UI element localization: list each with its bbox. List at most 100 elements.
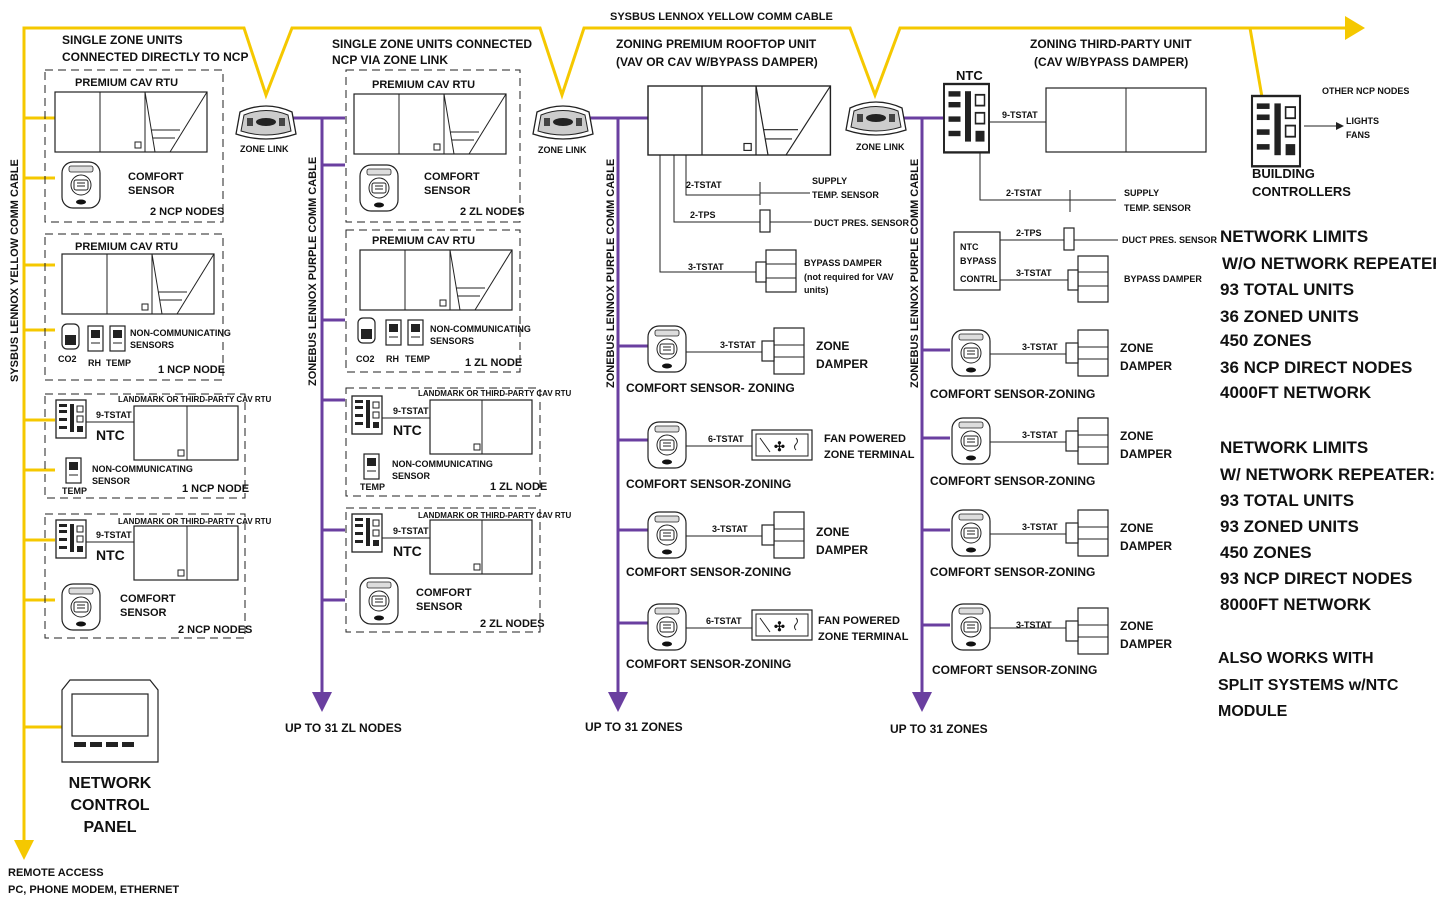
noncomm-label: NON-COMMUNICATING	[130, 328, 231, 338]
node-count: 2 ZL NODES	[460, 206, 525, 218]
network-control-panel	[61, 679, 159, 763]
duct-label: DUCT PRES. SENSOR	[814, 218, 910, 228]
col1-title-1: SINGLE ZONE UNITS	[62, 33, 183, 47]
rtu-unit	[133, 525, 239, 581]
tstat-label: 9-TSTAT	[1002, 110, 1038, 120]
limits-text: ALSO WORKS WITH	[1218, 650, 1374, 667]
fan-powered-terminal	[751, 429, 813, 461]
device-label: DAMPER	[816, 543, 868, 557]
ncp-label: CONTROL	[70, 797, 149, 814]
zonebus-label-col4: ZONEBUS LENNOX PURPLE COMM CABLE	[909, 159, 921, 388]
group-box	[345, 69, 521, 223]
col2-title-2: NCP VIA ZONE LINK	[332, 53, 448, 67]
rtu-unit	[133, 405, 239, 461]
zonebus-col4	[876, 116, 950, 700]
column-zone-link: SINGLE ZONE UNITS CONNECTED NCP VIA ZONE…	[285, 37, 572, 735]
device-label: ZONE	[1120, 429, 1153, 443]
fan-powered-terminal	[751, 609, 813, 641]
device-label: ZONE	[816, 525, 849, 539]
column-direct-ncp: SINGLE ZONE UNITS CONNECTED DIRECTLY TO …	[8, 33, 272, 896]
sysbus-cable	[22, 26, 1360, 845]
rtu-label: PREMIUM CAV RTU	[75, 77, 178, 89]
sysbus-side-label: SYSBUS LENNOX YELLOW COMM CABLE	[9, 159, 21, 382]
limits-text: 4000FT NETWORK	[1220, 383, 1372, 402]
rooftop-unit	[54, 91, 208, 153]
bypass-label: units)	[804, 285, 829, 295]
building-controllers-label: CONTROLLERS	[1252, 184, 1351, 199]
fans-label: FANS	[1346, 130, 1370, 140]
landmark-label: LANDMARK OR THIRD-PARTY CAV RTU	[118, 517, 272, 526]
zone-damper	[761, 327, 805, 375]
building-controllers-label: BUILDING	[1252, 166, 1315, 181]
col4-title-2: (CAV W/BYPASS DAMPER)	[1034, 55, 1188, 69]
temp-sensor	[363, 453, 380, 480]
zonebus-arrow-col4	[912, 692, 932, 712]
rh-label: RH	[88, 358, 101, 368]
node-count: 1 NCP NODE	[182, 483, 249, 495]
rooftop-unit	[647, 85, 832, 156]
zonebus-arrow-col3	[608, 692, 628, 712]
ntc-module	[351, 395, 383, 435]
sysbus-arrow-right	[1345, 16, 1365, 40]
supply-label: SUPPLY	[1124, 188, 1159, 198]
zone-damper	[1065, 329, 1109, 377]
device-label: FAN POWERED	[824, 433, 906, 445]
landmark-label: LANDMARK OR THIRD-PARTY CAV RTU	[418, 389, 572, 398]
device-label: DAMPER	[1120, 637, 1172, 651]
comfort-label: SENSOR	[120, 607, 167, 619]
rh-label: RH	[386, 354, 399, 364]
network-limits: NETWORK LIMITS W/O NETWORK REPEATER: 93 …	[1218, 227, 1436, 720]
tstat-label: 3-TSTAT	[1016, 620, 1052, 630]
device-label: DAMPER	[1120, 539, 1172, 553]
zone-link-label: ZONE LINK	[856, 142, 905, 152]
temp-label: TEMP	[106, 358, 131, 368]
device-label: DAMPER	[816, 357, 868, 371]
tstat-label: 9-TSTAT	[96, 530, 132, 540]
comfort-sensor	[951, 509, 991, 557]
ntc-label: NTC	[393, 543, 422, 559]
noncomm-label: NON-COMMUNICATING	[430, 324, 531, 334]
comfort-label: COMFORT	[416, 587, 472, 599]
rooftop-unit	[61, 253, 215, 315]
tstat-label: 3-TSTAT	[688, 262, 724, 272]
supply-label: SUPPLY	[812, 176, 847, 186]
limits-text: 36 NCP DIRECT NODES	[1220, 358, 1412, 377]
limits-text: 36 ZONED UNITS	[1220, 307, 1359, 326]
ntc-label: NTC	[96, 547, 125, 563]
comfort-label: SENSOR	[416, 601, 463, 613]
noncomm-label: SENSORS	[130, 340, 174, 350]
rooftop-unit	[353, 93, 507, 155]
zone-link-label: ZONE LINK	[240, 144, 289, 154]
sensor-label: COMFORT SENSOR-ZONING	[626, 477, 791, 491]
upto-label: UP TO 31 ZL NODES	[285, 721, 402, 735]
sensor-label: COMFORT SENSOR-ZONING	[932, 663, 1097, 677]
lights-label: LIGHTS	[1346, 116, 1379, 126]
zonebus-col3	[560, 116, 648, 700]
ntc-label: NTC	[956, 68, 983, 83]
comfort-label: COMFORT	[120, 593, 176, 605]
zone-link-device	[532, 105, 594, 140]
group-box	[44, 233, 224, 381]
group-box	[44, 69, 224, 223]
sensor-label: COMFORT SENSOR-ZONING	[930, 565, 1095, 579]
co2-sensor	[357, 317, 376, 344]
tstat-label: 3-TSTAT	[712, 524, 748, 534]
ncp-label: NETWORK	[69, 775, 152, 792]
zone-damper	[1065, 417, 1109, 465]
sensor-label: COMFORT SENSOR-ZONING	[930, 474, 1095, 488]
ntc-label: NTC	[96, 427, 125, 443]
node-count: 1 ZL NODE	[465, 357, 522, 369]
rh-sensor	[87, 325, 104, 352]
limits-text: W/O NETWORK REPEATER:	[1222, 254, 1436, 273]
comfort-label: COMFORT	[424, 171, 480, 183]
tps-label: 2-TPS	[690, 210, 716, 220]
temp-label: TEMP	[360, 482, 385, 492]
tstat-label: 2-TSTAT	[686, 180, 722, 190]
comfort-sensor	[647, 511, 687, 559]
column-zoning-premium: ZONING PREMIUM ROOFTOP UNIT (VAV OR CAV …	[585, 37, 915, 734]
co2-label: CO2	[58, 354, 77, 364]
comfort-sensor	[647, 325, 687, 373]
sensor-label: COMFORT SENSOR- ZONING	[626, 381, 795, 395]
remote-access-label: PC, PHONE MODEM, ETHERNET	[8, 884, 179, 896]
